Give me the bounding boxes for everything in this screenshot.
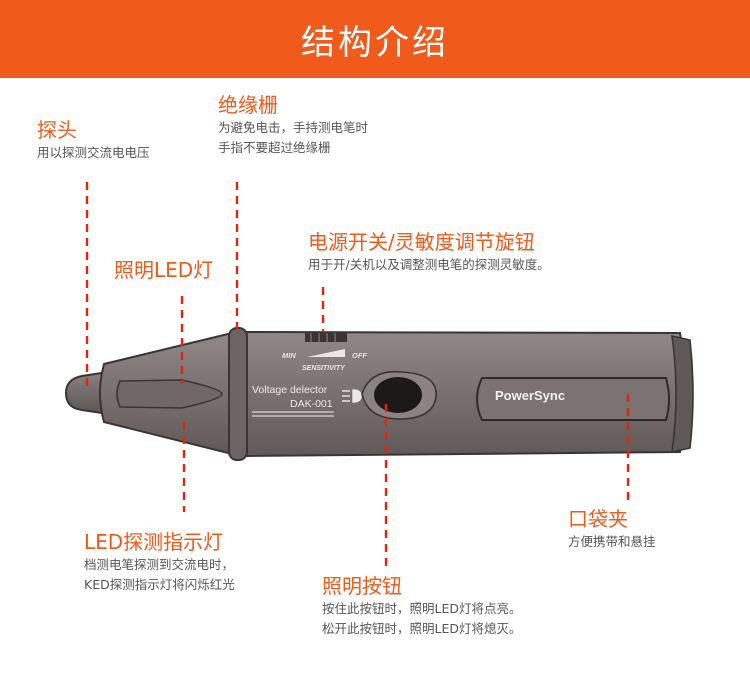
pocket-clip <box>476 377 670 421</box>
label-button: 照明按钮 按住此按钮时，照明LED灯将点亮。 松开此按钮时，照明LED灯将熄灭。 <box>322 573 522 639</box>
switch-desc: 用于开/关机以及调整测电笔的探测灵敏度。 <box>308 257 550 272</box>
led-light-title: 照明LED灯 <box>114 258 214 282</box>
end-cap <box>671 334 694 454</box>
insulation-ring <box>228 327 248 461</box>
label-insulation: 绝缘栅 为避免电击，手持测电笔时 手指不要超过绝缘栅 <box>218 92 368 158</box>
brand-label: PowerSync <box>495 388 565 403</box>
pointer-lines <box>85 182 630 568</box>
button-title: 照明按钮 <box>322 574 402 598</box>
model-line1: Voltage delector <box>252 384 328 396</box>
indicator-title: LED探测指示灯 <box>84 530 224 554</box>
button-desc-2: 松开此按钮时，照明LED灯将熄灭。 <box>322 621 522 636</box>
probe-tip <box>64 370 109 416</box>
insulation-desc-2: 手指不要超过绝缘栅 <box>218 140 331 155</box>
button-desc-1: 按住此按钮时，照明LED灯将点亮。 <box>322 601 522 616</box>
indicator-desc-1: 档测电笔探测到交流电时， <box>84 557 235 572</box>
indicator-desc-2: KED探测指示灯将闪烁红光 <box>84 577 235 592</box>
insulation-desc-1: 为避免电击，手持测电笔时 <box>218 120 369 135</box>
label-probe: 探头 用以探测交流电电压 <box>37 117 150 163</box>
page-title: 结构介绍 <box>301 22 449 63</box>
probe-desc: 用以探测交流电电压 <box>37 145 150 160</box>
header-banner: 结构介绍 <box>0 0 750 78</box>
insulation-title: 绝缘栅 <box>218 93 278 117</box>
led-window <box>116 379 223 409</box>
flashlight-icon <box>342 389 362 403</box>
probe-title: 探头 <box>37 118 77 142</box>
sensitivity-dial <box>305 333 347 342</box>
light-button <box>374 377 422 413</box>
clip-title: 口袋夹 <box>568 507 628 531</box>
label-switch: 电源开关/灵敏度调节旋钮 用于开/关机以及调整测电笔的探测灵敏度。 <box>308 229 550 275</box>
dial-sensitivity-label: SENSITIVITY <box>302 365 346 372</box>
label-led-light: 照明LED灯 <box>114 257 213 283</box>
label-clip: 口袋夹 方便携带和悬挂 <box>568 506 656 552</box>
model-line2: DAK-001 <box>290 398 333 410</box>
dial-min-label: MIN <box>282 351 296 360</box>
dial-off-label: OFF <box>352 351 367 360</box>
sensitivity-wedge <box>307 349 345 357</box>
label-indicator: LED探测指示灯 档测电笔探测到交流电时， KED探测指示灯将闪烁红光 <box>84 529 235 595</box>
switch-title: 电源开关/灵敏度调节旋钮 <box>308 230 535 254</box>
clip-desc: 方便携带和悬挂 <box>568 534 656 549</box>
